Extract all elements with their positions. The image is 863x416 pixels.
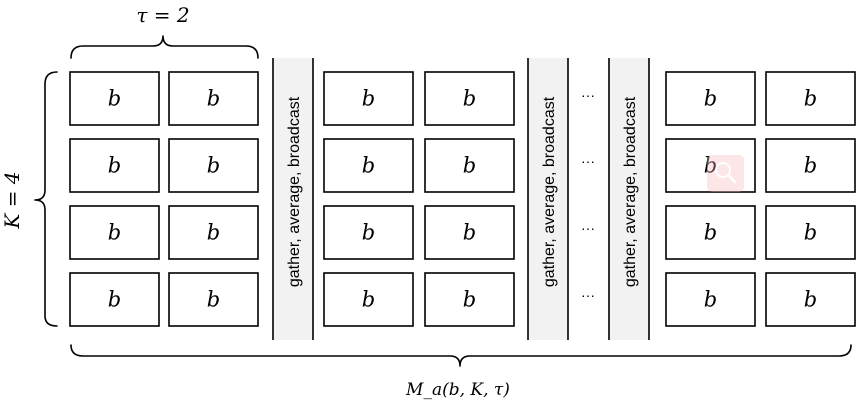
tau-brace [70, 35, 259, 59]
worker-cell [665, 272, 756, 327]
worker-cell [69, 205, 160, 260]
sync-band-2: gather, average, broadcast [527, 58, 569, 340]
sync-label-2: gather, average, broadcast [541, 96, 558, 287]
worker-cell [765, 71, 856, 126]
worker-cell [323, 138, 414, 193]
sync-label-1: gather, average, broadcast [286, 96, 303, 287]
cell-label: b [463, 154, 476, 178]
cell-label: b [108, 154, 121, 178]
cell-label: b [207, 221, 220, 245]
worker-cell [665, 138, 756, 193]
cell-label: b [207, 288, 220, 312]
cell-label: b [108, 221, 121, 245]
worker-cell [168, 71, 259, 126]
ellipsis-row-2: ··· [581, 153, 595, 169]
worker-cell [168, 205, 259, 260]
sync-band-3: gather, average, broadcast [608, 58, 650, 340]
cell-label: b [704, 288, 717, 312]
cell-grid: b b b b b b b b b b b b b b b b b b b b b b b b [69, 71, 856, 327]
cell-label: b [463, 221, 476, 245]
k-brace [34, 71, 58, 327]
worker-cell [765, 272, 856, 327]
worker-cell [765, 138, 856, 193]
k-label: K = 4 [0, 171, 24, 229]
cell-label: b [207, 154, 220, 178]
worker-cell [168, 138, 259, 193]
worker-cell [323, 71, 414, 126]
cell-label: b [362, 288, 375, 312]
worker-cell [69, 272, 160, 327]
cell-label: b [207, 87, 220, 111]
total-label: M_a(b, K, τ) [405, 380, 510, 400]
worker-cell [665, 205, 756, 260]
worker-cell [69, 71, 160, 126]
worker-cell [665, 71, 756, 126]
cell-label: b [463, 288, 476, 312]
cell-label: b [804, 154, 817, 178]
cell-label: b [463, 87, 476, 111]
ellipsis-row-1: ··· [581, 87, 595, 103]
total-brace [70, 344, 852, 367]
worker-cell [424, 272, 515, 327]
cell-label: b [804, 87, 817, 111]
cell-label: b [362, 221, 375, 245]
cell-label: b [704, 221, 717, 245]
cell-label: b [704, 87, 717, 111]
worker-cell [69, 138, 160, 193]
ellipsis-row-3: ··· [581, 220, 595, 236]
cell-label: b [362, 154, 375, 178]
worker-cell [168, 272, 259, 327]
cell-label: b [804, 221, 817, 245]
cell-label: b [704, 154, 717, 178]
cell-label: b [362, 87, 375, 111]
worker-cell [323, 205, 414, 260]
sync-label-3: gather, average, broadcast [622, 96, 639, 287]
worker-cell [424, 71, 515, 126]
ellipsis-row-4: ··· [581, 287, 595, 303]
worker-cell [765, 205, 856, 260]
tau-label: τ = 2 [136, 3, 189, 27]
sync-band-1: gather, average, broadcast [272, 58, 314, 340]
worker-cell [323, 272, 414, 327]
worker-cell [424, 138, 515, 193]
cell-label: b [108, 288, 121, 312]
worker-cell [424, 205, 515, 260]
magnifier-icon [707, 155, 744, 192]
cell-label: b [804, 288, 817, 312]
cell-label: b [108, 87, 121, 111]
